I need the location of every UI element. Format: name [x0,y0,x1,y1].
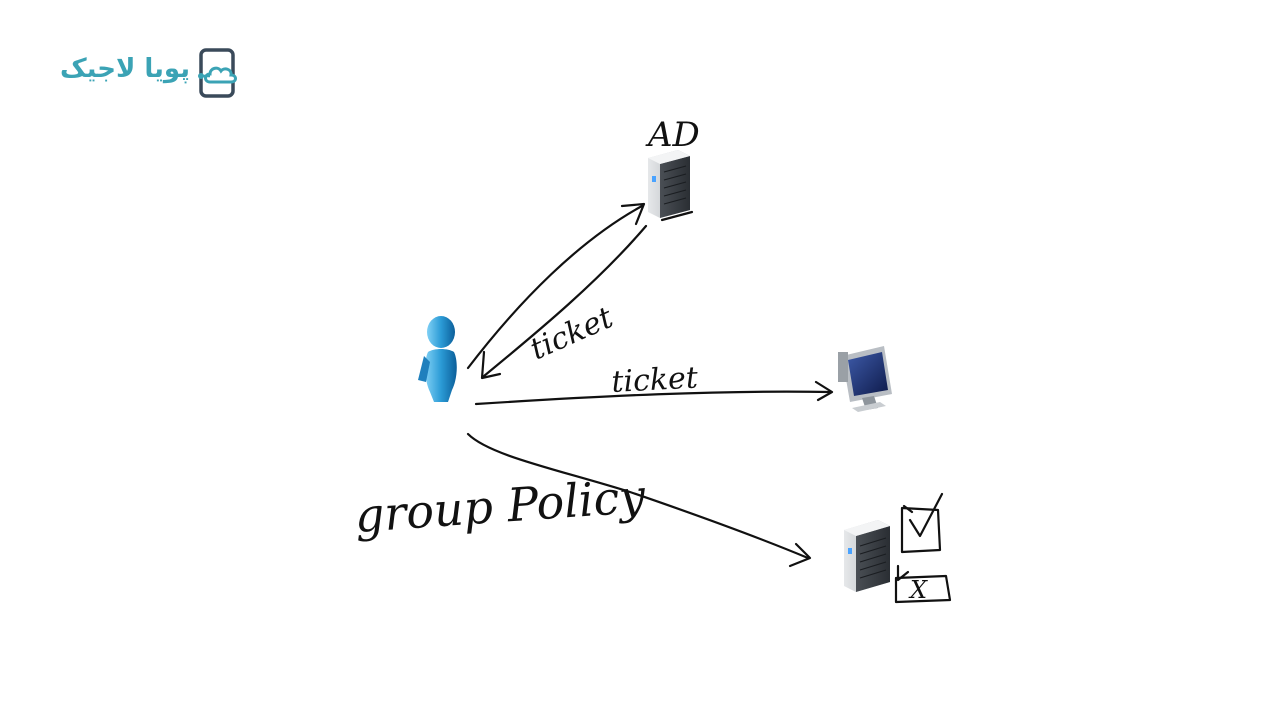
arrow-user-to-file-server [466,432,812,568]
ad-server-icon [648,150,690,218]
arrow-user-to-workstation [474,380,834,406]
arrow-ad-to-user [480,224,648,380]
file-server-icon [844,520,890,592]
monitor-icon [838,346,892,412]
cloud-tablet-icon [198,48,237,98]
group-policy-label: group Policy [353,469,648,543]
allow-box [900,492,944,554]
deny-mark: X [908,576,928,604]
ticket-forward-label: ticket [611,360,700,400]
brand-logo: پویا لاجیک [52,46,242,100]
brand-name: پویا لاجیک [60,54,190,84]
deny-box: X [894,564,952,604]
user-icon [418,316,457,402]
arrow-user-to-ad [466,202,646,370]
ticket-return-label: ticket [525,300,619,368]
ad-label: AD [645,115,700,155]
